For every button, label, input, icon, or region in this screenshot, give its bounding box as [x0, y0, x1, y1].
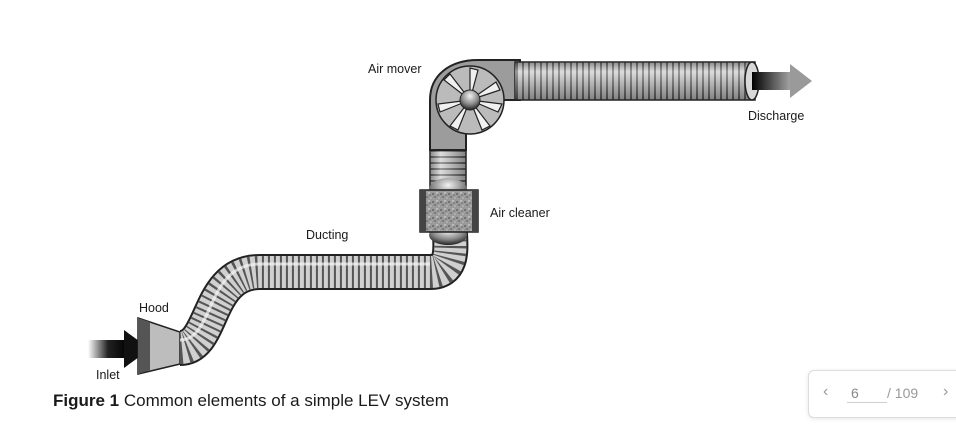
figure-number: Figure 1 [53, 391, 120, 410]
page-navigator: ‹ / 109 › [808, 370, 956, 418]
chevron-right-icon[interactable]: › [943, 383, 949, 400]
figure-caption: Figure 1 Common elements of a simple LEV… [53, 391, 449, 411]
chevron-left-icon[interactable]: ‹ [823, 383, 829, 400]
page-total: / 109 [887, 385, 919, 401]
hood-label: Hood [139, 301, 169, 315]
hood [137, 316, 181, 375]
air-cleaner-label: Air cleaner [490, 206, 550, 220]
figure-caption-text: Common elements of a simple LEV system [123, 391, 449, 410]
air-mover-label: Air mover [368, 62, 422, 76]
inlet-label: Inlet [96, 368, 120, 382]
ducting [176, 231, 469, 366]
discharge-arrow [752, 64, 812, 98]
discharge-duct [514, 61, 760, 101]
inlet-arrow [88, 330, 150, 368]
air-cleaner [419, 189, 479, 233]
air-mover [429, 59, 521, 151]
page-number-input[interactable] [847, 384, 887, 403]
discharge-label: Discharge [748, 109, 805, 123]
ducting-label: Ducting [306, 228, 349, 242]
